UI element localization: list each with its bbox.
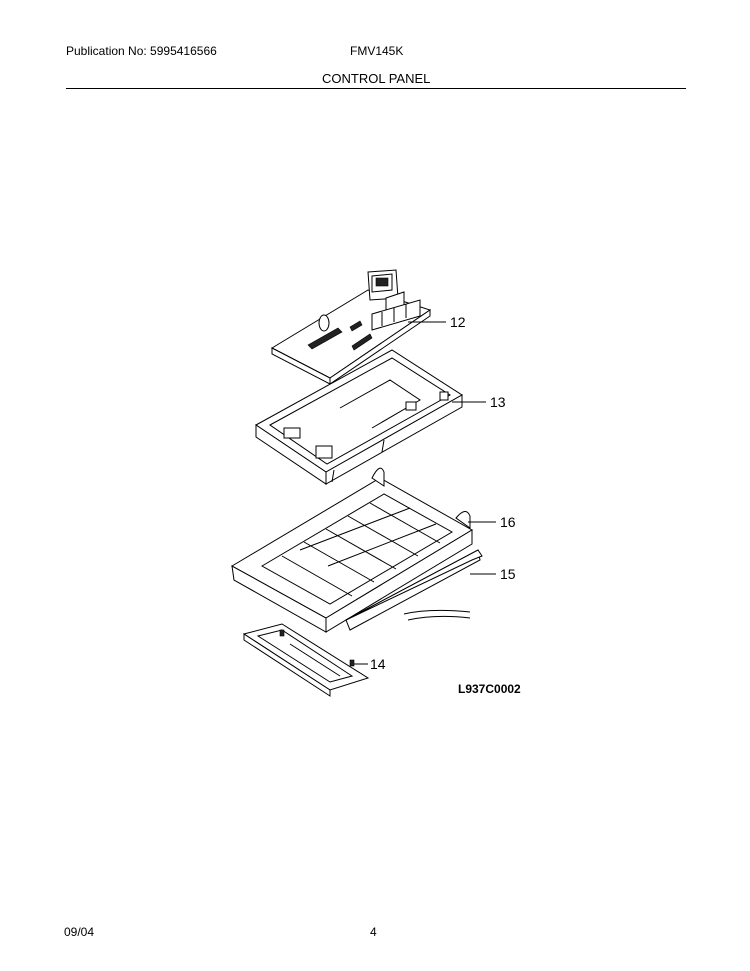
callout-12: 12 <box>450 314 466 330</box>
page-number: 4 <box>370 925 377 939</box>
model-number: FMV145K <box>350 44 404 58</box>
callout-16: 16 <box>500 514 516 530</box>
part-12-control-board <box>270 269 432 385</box>
part-15-overlay-membrane <box>345 549 483 631</box>
figure-id: L937C0002 <box>458 682 521 696</box>
part-16-frame <box>230 467 473 633</box>
part-14-keypad-bezel <box>242 623 370 697</box>
part-13-housing-tray <box>255 349 463 485</box>
callout-13: 13 <box>490 394 506 410</box>
callout-15: 15 <box>500 566 516 582</box>
callout-14: 14 <box>370 656 386 672</box>
header-rule <box>66 88 686 89</box>
footer-date: 09/04 <box>64 925 95 939</box>
publication-number: Publication No: 5995416566 <box>66 44 217 58</box>
section-title: CONTROL PANEL <box>322 71 431 86</box>
